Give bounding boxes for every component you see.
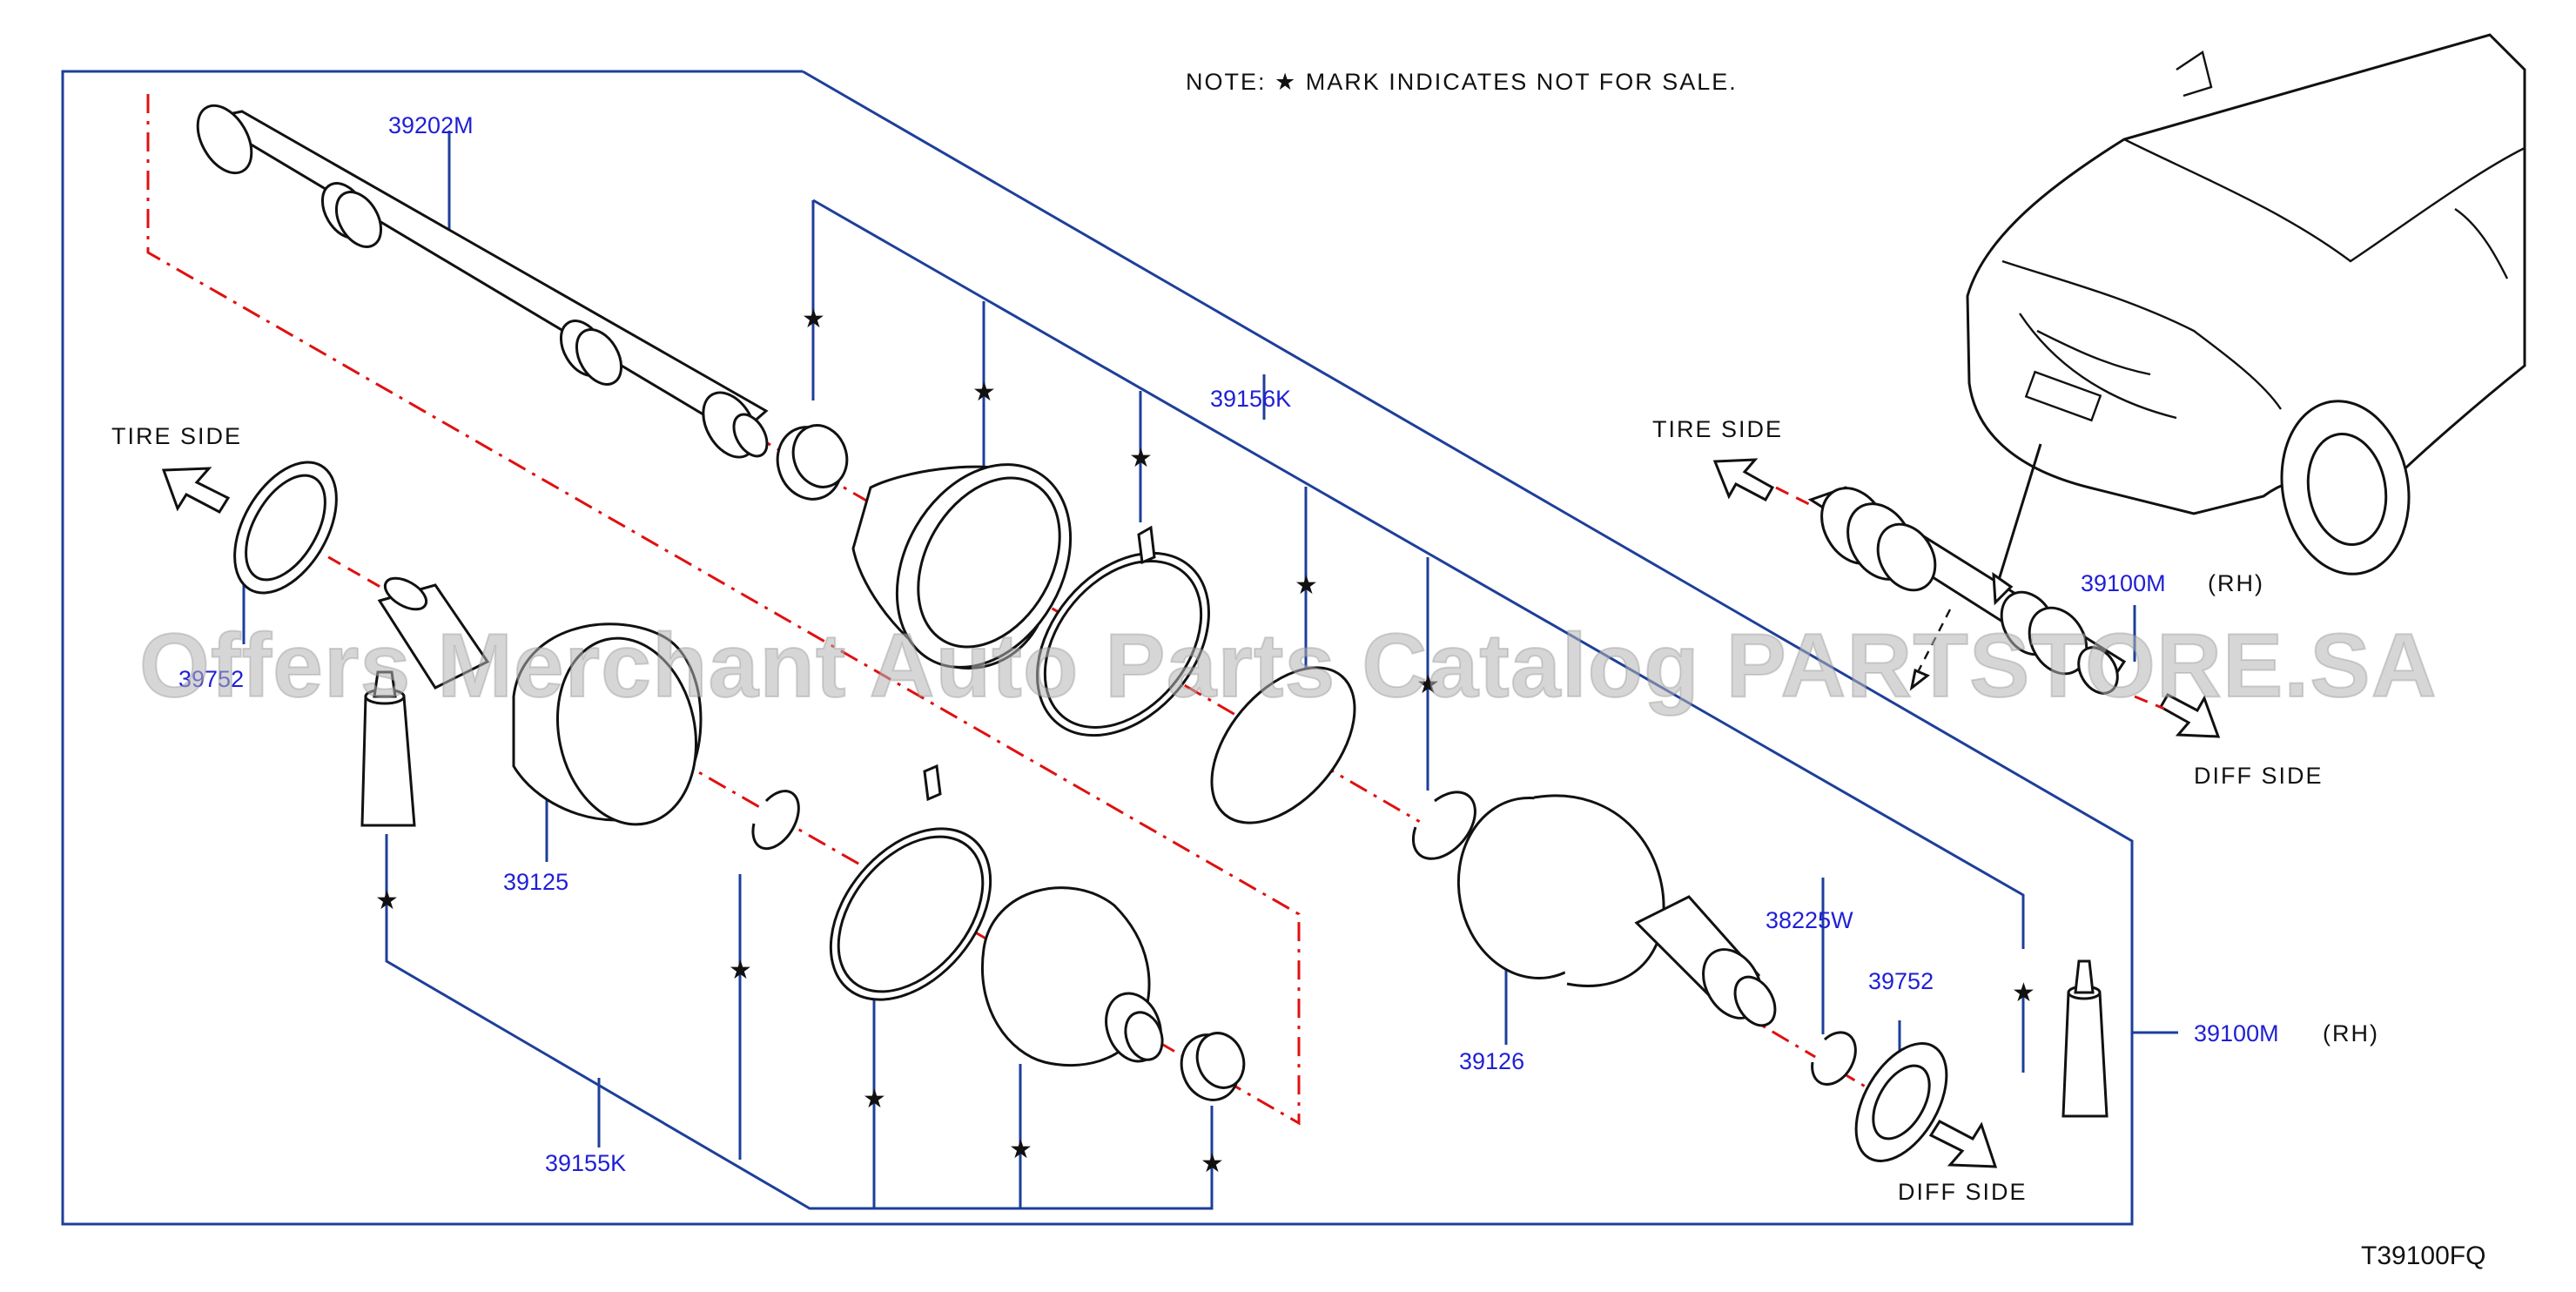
frame-lines (61, 70, 2178, 1226)
grease-tube-right[interactable] (2061, 959, 2109, 1118)
star-mark: ★ (729, 955, 752, 986)
part-label-39100m-car[interactable]: 39100M (2081, 570, 2166, 596)
inner-snap-ring[interactable] (1411, 791, 1476, 860)
diff-side-arrow-right (2134, 692, 2221, 738)
tire-side-seal[interactable] (213, 445, 357, 610)
tire-side-label-right: TIRE SIDE (1652, 416, 1783, 442)
inner-boot[interactable] (981, 886, 1169, 1069)
part-label-39126[interactable]: 39126 (1459, 1048, 1524, 1074)
outer-boot[interactable] (851, 434, 1106, 699)
diagram-code: T39100FQ (2361, 1242, 2485, 1270)
circlip-outer[interactable] (751, 790, 800, 851)
diff-side-arrow-lower (1928, 1120, 1998, 1168)
diff-side-seal[interactable] (1838, 1028, 1966, 1176)
part-label-38225w[interactable]: 38225W (1766, 907, 1853, 933)
watermark: Offers Merchant Auto Parts Catalog PARTS… (139, 616, 2438, 717)
star-mark: ★ (2012, 978, 2035, 1008)
star-mark: ★ (1416, 670, 1440, 700)
axle-shaft[interactable] (186, 97, 773, 467)
part-label-39752[interactable]: 39752 (1868, 968, 1934, 994)
part-label-39155k[interactable]: 39155K (545, 1150, 626, 1176)
inner-boot-band-small[interactable] (1173, 1026, 1251, 1108)
assembly-shaft-illustration[interactable] (1807, 443, 2127, 700)
tire-side-arrow-left (161, 467, 231, 514)
part-label-partial[interactable]: 39752 (178, 666, 244, 692)
part-label-39156k[interactable]: 39156K (1210, 386, 1291, 412)
part-side-rh-car: (RH) (2208, 570, 2264, 596)
star-mark: ★ (1129, 443, 1153, 474)
part-label-39125[interactable]: 39125 (503, 869, 568, 895)
star-mark: ★ (1201, 1148, 1224, 1179)
part-label-39202m[interactable]: 39202M (388, 112, 474, 138)
inner-joint[interactable] (1444, 786, 1783, 1033)
outer-clip-ring[interactable] (1184, 641, 1383, 849)
diff-side-label-lower: DIFF SIDE (1898, 1179, 2028, 1205)
diff-side-label-right: DIFF SIDE (2194, 763, 2324, 789)
vehicle-illustration (1966, 33, 2526, 575)
star-mark: ★ (1295, 570, 1318, 601)
inner-boot-band-large[interactable] (798, 764, 1022, 1030)
star-mark: ★ (863, 1084, 886, 1114)
inner-snap-ring-38225w[interactable] (1811, 1031, 1857, 1086)
grease-tube-left[interactable] (360, 670, 416, 827)
not-for-sale-marks: ★ ★ ★ ★ ★ ★ ★ ★ ★ ★ ★ (375, 304, 2035, 1179)
tire-side-label-left: TIRE SIDE (111, 423, 242, 449)
part-side-rh: (RH) (2323, 1020, 2379, 1046)
outer-boot-band-large[interactable] (1002, 520, 1243, 769)
part-label-39100m[interactable]: 39100M (2194, 1020, 2279, 1046)
star-mark: ★ (802, 304, 825, 334)
outer-boot-band-small[interactable] (768, 418, 856, 508)
tire-side-arrow-right (1712, 458, 1812, 507)
star-mark: ★ (1009, 1134, 1032, 1165)
outer-joint[interactable] (377, 572, 713, 838)
note-text: NOTE: ★ MARK INDICATES NOT FOR SALE. (1186, 69, 1738, 95)
star-mark: ★ (972, 377, 996, 407)
star-mark: ★ (375, 885, 399, 916)
